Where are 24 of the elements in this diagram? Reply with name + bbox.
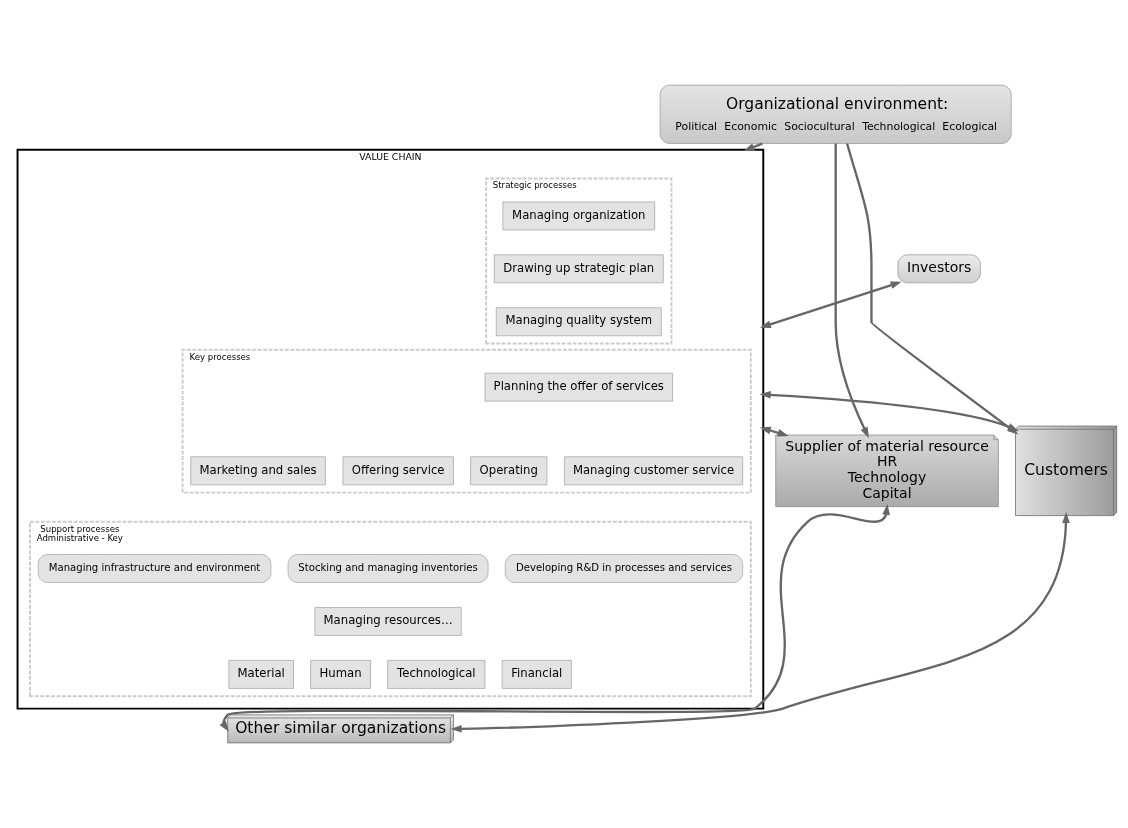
arrow bbox=[759, 281, 902, 328]
node-box: Drawing up strategic plan bbox=[493, 254, 664, 284]
node-box: Managing customer service bbox=[564, 456, 744, 486]
node-box: Managing organization bbox=[502, 201, 656, 231]
node-box: Operating bbox=[470, 456, 548, 486]
node-box: Financial bbox=[501, 660, 572, 689]
node-box: Investors bbox=[897, 254, 981, 284]
node-box: Stocking and managing inventories bbox=[287, 554, 489, 583]
node-box: Managing quality system bbox=[495, 307, 662, 337]
arrow bbox=[219, 503, 890, 732]
arrow bbox=[450, 512, 1070, 733]
node-box: Managing resources… bbox=[314, 607, 462, 636]
node-box: Developing R&D in processes and services bbox=[504, 554, 744, 583]
node-box: Marketing and sales bbox=[190, 456, 326, 486]
node-box: Human bbox=[310, 660, 371, 689]
node-box: Organizational environment: Political Economic Sociocultural Technological Ecological bbox=[659, 84, 1012, 144]
arrow bbox=[759, 391, 1019, 432]
node-box: Managing infrastructure and environment bbox=[37, 554, 272, 583]
arrow bbox=[743, 142, 763, 151]
node-box: Technological bbox=[387, 660, 486, 689]
node-box: Offering service bbox=[342, 456, 454, 486]
node-box: Material bbox=[228, 660, 294, 689]
arrow bbox=[834, 143, 869, 439]
node-box: Planning the offer of services bbox=[484, 372, 673, 402]
